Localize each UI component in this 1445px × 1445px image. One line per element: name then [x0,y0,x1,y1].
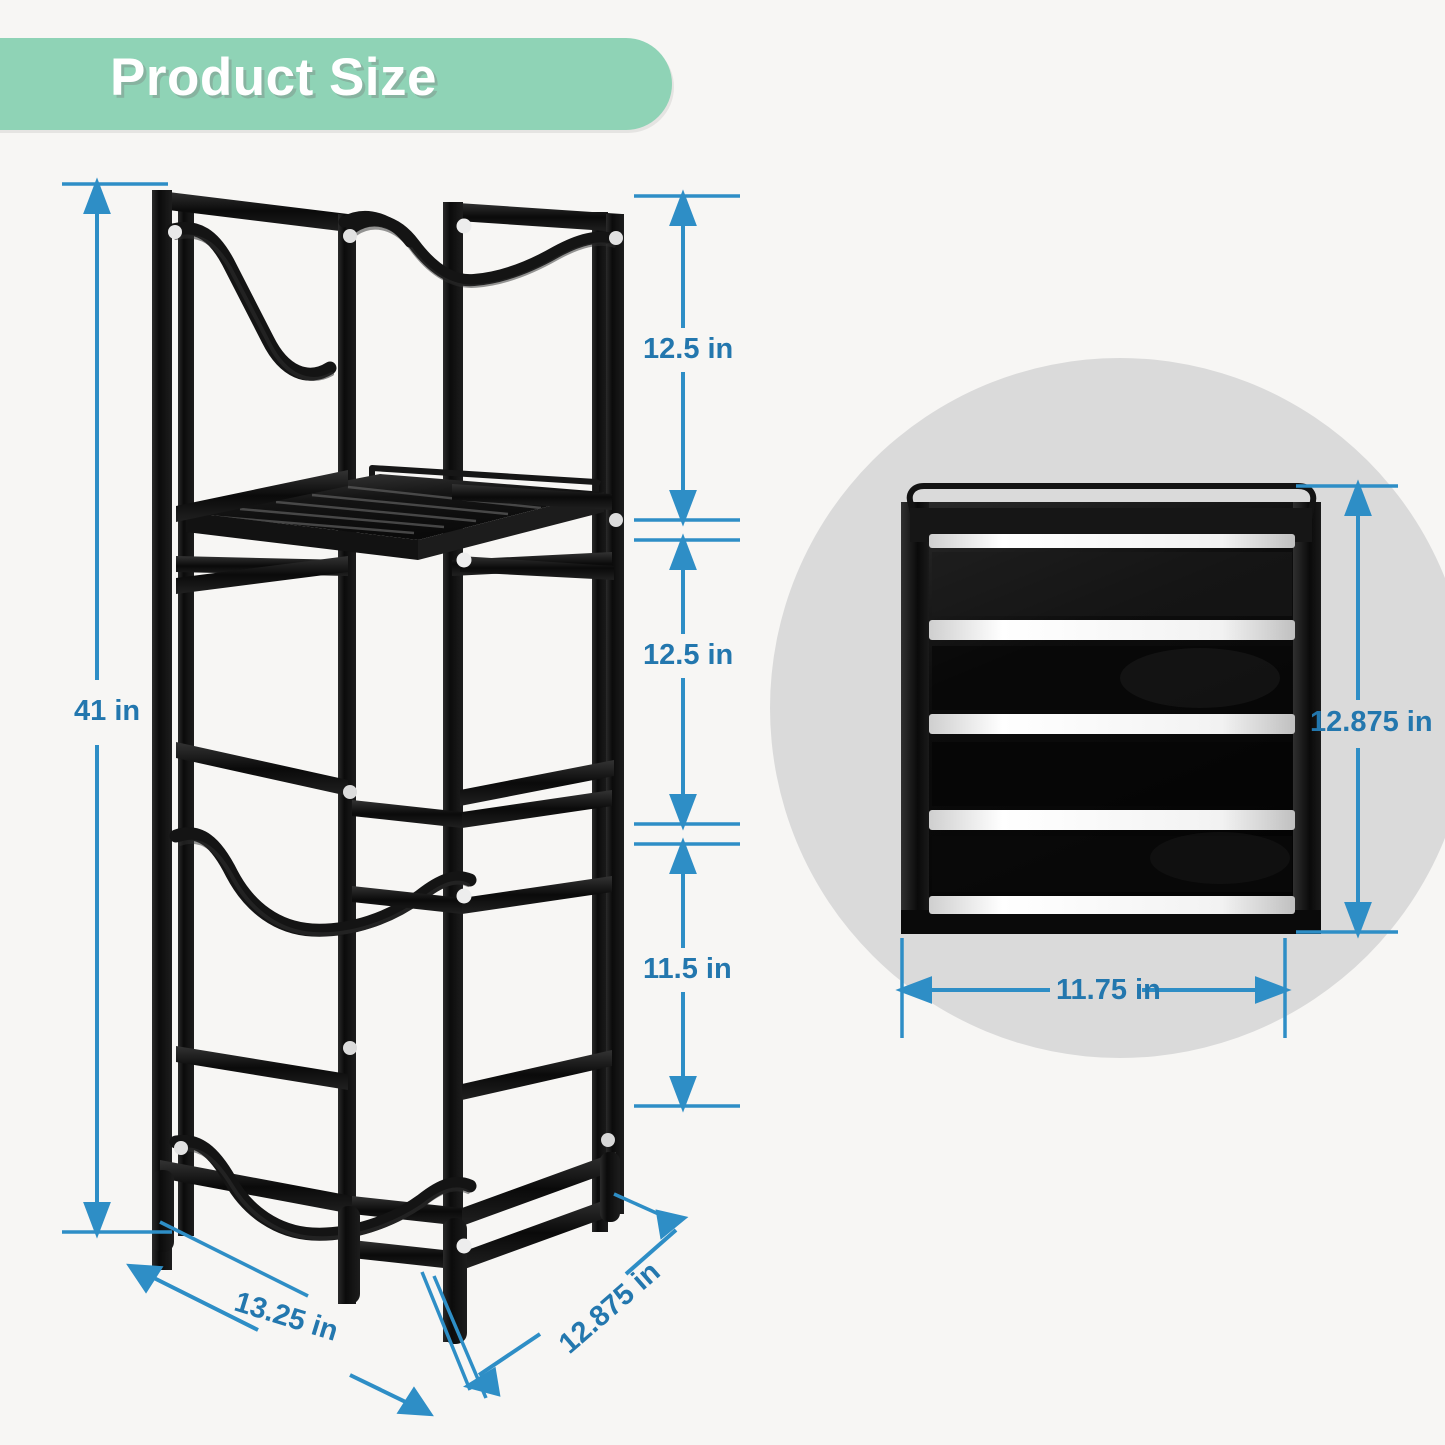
dim-label-tier-2-height: 12.5 in [643,639,734,671]
dim-label-shelf-width: 11.75 in [1056,974,1161,1006]
dim-label-base-depth: 12.875 in [553,1255,667,1361]
dim-label-base-width: 13.25 in [230,1286,342,1348]
dim-label-total-height: 41 in [74,695,141,727]
dim-label-tier-3-height: 11.5 in [643,953,732,985]
bolt-heads [168,218,623,1254]
shelf-slats [929,534,1295,914]
dim-label-shelf-depth: 12.875 in [1310,706,1433,738]
header-banner [0,38,672,130]
rack-body [152,190,624,1344]
inset-shelf-illustration [770,358,1445,1058]
page-title: Product Size [110,48,438,107]
dim-label-tier-1-height: 12.5 in [643,333,734,365]
